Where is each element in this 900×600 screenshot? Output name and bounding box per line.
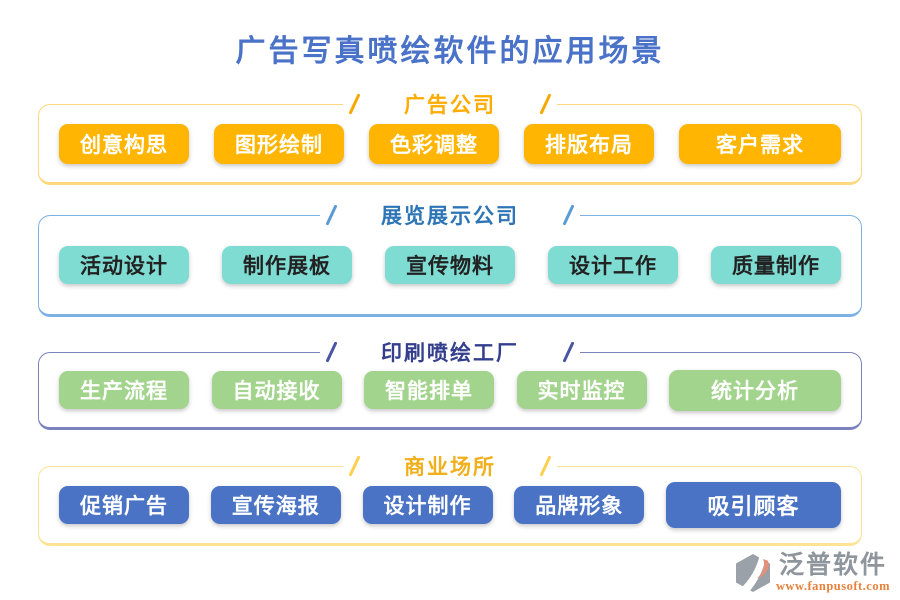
section-ad-company: 创意构思 图形绘制 色彩调整 排版布局 客户需求 广告公司 xyxy=(38,89,862,185)
section-commercial-venue: 促销广告 宣传海报 设计制作 品牌形象 吸引顾客 商业场所 xyxy=(38,451,862,546)
fanpu-logo-icon xyxy=(732,552,774,594)
brand-website: www.fanpusoft.com xyxy=(775,579,890,593)
section-box-exhibition-company: 活动设计 制作展板 宣传物料 设计工作 质量制作 xyxy=(38,215,862,317)
brand-name: 泛普软件 xyxy=(778,551,887,579)
scenario-chip[interactable]: 统计分析 xyxy=(669,369,841,411)
scenario-chip[interactable]: 色彩调整 xyxy=(369,123,499,164)
scenario-chip[interactable]: 宣传物料 xyxy=(385,246,515,284)
scenario-chip[interactable]: 图形绘制 xyxy=(214,123,344,164)
section-printing-factory: 生产流程 自动接收 智能排单 实时监控 统计分析 印刷喷绘工厂 xyxy=(38,337,862,430)
section-box-ad-company: 创意构思 图形绘制 色彩调整 排版布局 客户需求 xyxy=(38,104,862,185)
page-title: 广告写真喷绘软件的应用场景 xyxy=(235,35,665,68)
section-exhibition-company: 活动设计 制作展板 宣传物料 设计工作 质量制作 展览展示公司 xyxy=(38,200,862,317)
scenario-chip[interactable]: 创意构思 xyxy=(59,123,189,164)
scenario-chip[interactable]: 设计制作 xyxy=(362,486,493,524)
scenario-chip[interactable]: 宣传海报 xyxy=(210,486,341,524)
scenario-chip[interactable]: 质量制作 xyxy=(711,246,841,284)
fanpu-logo: 泛普软件 www.fanpusoft.com xyxy=(732,552,890,595)
scenario-chip[interactable]: 自动接收 xyxy=(211,371,342,409)
scenario-chip[interactable]: 排版布局 xyxy=(524,123,654,164)
scenario-chip[interactable]: 实时监控 xyxy=(516,371,647,409)
scenario-chip[interactable]: 生产流程 xyxy=(59,371,189,409)
section-box-commercial-venue: 促销广告 宣传海报 设计制作 品牌形象 吸引顾客 xyxy=(38,466,862,546)
scenario-chip[interactable]: 客户需求 xyxy=(679,123,841,164)
scenario-chip[interactable]: 智能排单 xyxy=(364,371,494,409)
scenario-chip[interactable]: 促销广告 xyxy=(59,486,189,524)
scenario-chip[interactable]: 吸引顾客 xyxy=(666,482,841,528)
brand-text: 泛普软件 www.fanpusoft.com xyxy=(776,552,890,595)
scenario-chip[interactable]: 制作展板 xyxy=(222,246,352,284)
scenario-chip[interactable]: 活动设计 xyxy=(59,246,189,284)
scenario-chip[interactable]: 设计工作 xyxy=(548,246,678,284)
section-box-printing-factory: 生产流程 自动接收 智能排单 实时监控 统计分析 xyxy=(38,352,862,430)
scenario-chip[interactable]: 品牌形象 xyxy=(514,486,645,524)
